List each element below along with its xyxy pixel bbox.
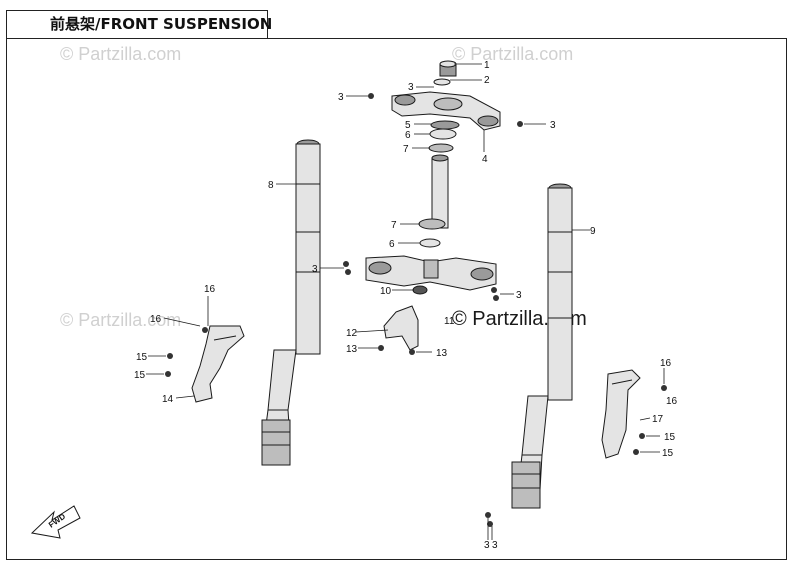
right-hose-holder-17 bbox=[601, 369, 641, 459]
bearing-6-upper bbox=[429, 128, 457, 140]
callout-15-right-b: 15 bbox=[662, 448, 674, 459]
callout-16-left-top: 16 bbox=[204, 284, 216, 295]
callout-11: 11 bbox=[444, 316, 455, 327]
steering-stem bbox=[418, 154, 449, 248]
upper-triple-clamp bbox=[391, 60, 501, 131]
fastener-dots bbox=[165, 93, 667, 527]
callout-8: 8 bbox=[268, 180, 274, 191]
callout-15-right-a: 15 bbox=[664, 432, 676, 443]
title-box bbox=[6, 10, 268, 38]
leader-lines bbox=[146, 63, 665, 540]
callout-13-left: 13 bbox=[346, 344, 358, 355]
fwd-arrow-icon bbox=[30, 505, 81, 539]
dust-seal-7-upper bbox=[428, 143, 454, 153]
callout-3-left: 3 bbox=[338, 92, 344, 103]
watermark-top-right: © Partzilla.com bbox=[452, 44, 574, 64]
lower-triple-clamp bbox=[365, 255, 497, 291]
callout-13-right: 13 bbox=[436, 348, 448, 359]
callout-3-lower-left: 3 bbox=[312, 264, 318, 275]
callout-3-top: 3 bbox=[408, 82, 414, 93]
watermark-top-left: © Partzilla.com bbox=[60, 44, 182, 64]
callout-5: 5 bbox=[405, 120, 411, 131]
bearing-race-5 bbox=[430, 120, 460, 130]
callout-10: 10 bbox=[380, 286, 392, 297]
callout-2: 2 bbox=[484, 75, 490, 86]
callout-6-lower: 6 bbox=[389, 239, 395, 250]
callout-7-lower: 7 bbox=[391, 220, 397, 231]
watermark-mid-left: © Partzilla.com bbox=[60, 310, 182, 330]
fitting-part-10 bbox=[412, 285, 428, 295]
page-title: 前悬架/FRONT SUSPENSION bbox=[50, 15, 273, 33]
callout-3-lower-right: 3 bbox=[516, 290, 522, 301]
callout-12: 12 bbox=[346, 328, 358, 339]
callout-15-left-a: 15 bbox=[136, 352, 148, 363]
callout-14: 14 bbox=[162, 394, 174, 405]
callout-16-right-top: 16 bbox=[660, 358, 672, 369]
callout-3-bottom-a: 3 bbox=[484, 540, 490, 551]
callout-7-upper: 7 bbox=[403, 144, 409, 155]
callout-16-left: 16 bbox=[150, 314, 162, 325]
callout-17: 17 bbox=[652, 414, 664, 425]
callout-15-left-b: 15 bbox=[134, 370, 146, 381]
diagram-frame bbox=[6, 38, 787, 560]
callout-16-right: 16 bbox=[666, 396, 678, 407]
callout-9: 9 bbox=[590, 226, 596, 237]
callout-6-upper: 6 bbox=[405, 130, 411, 141]
left-fork-tube bbox=[261, 139, 321, 466]
callout-4: 4 bbox=[482, 154, 488, 165]
left-hose-holder-14 bbox=[191, 325, 245, 403]
callout-3-right: 3 bbox=[550, 120, 556, 131]
bracket-part-12 bbox=[383, 305, 419, 351]
callout-1: 1 bbox=[484, 60, 490, 71]
washer-part-2 bbox=[433, 78, 451, 86]
callout-3-bottom-b: 3 bbox=[492, 540, 498, 551]
right-fork-tube bbox=[511, 183, 573, 509]
